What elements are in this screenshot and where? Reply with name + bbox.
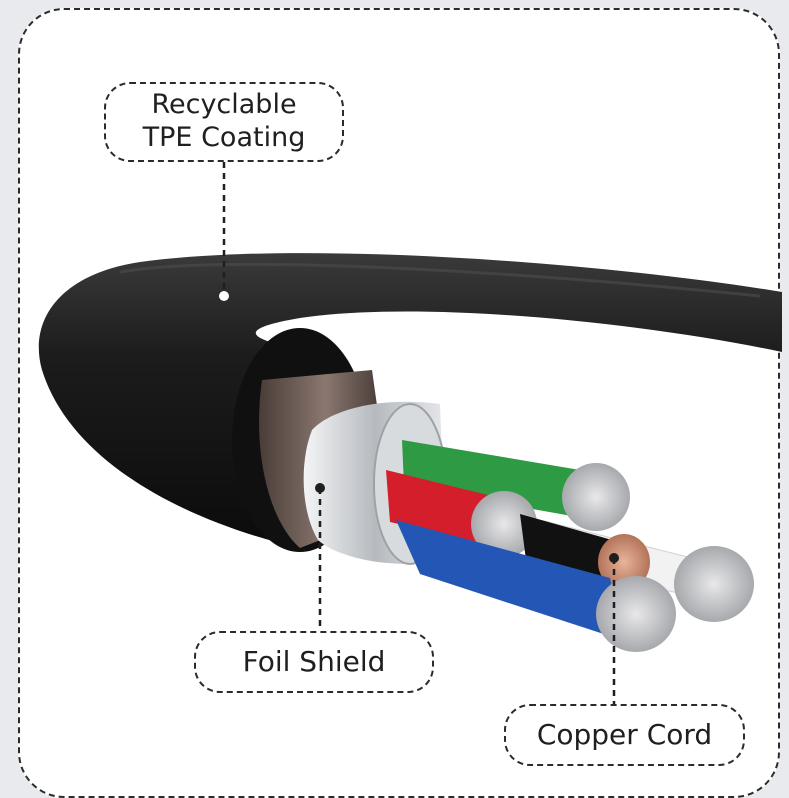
callout-foil-text: Foil Shield [242, 644, 386, 678]
strand-end-white [674, 546, 754, 622]
wire-blue [396, 520, 622, 640]
cable-jacket [38, 253, 783, 548]
strand-end-red [471, 491, 537, 557]
leader-lines [219, 162, 619, 704]
callout-foil-shield: Foil Shield [194, 631, 434, 693]
dot-foil-icon [315, 483, 325, 493]
callout-tpe-line1: Recyclable [151, 89, 297, 121]
inner-wires [386, 440, 754, 652]
strand-end-copper [598, 534, 650, 590]
callout-copper-cord: Copper Cord [504, 704, 745, 766]
wire-black [520, 514, 620, 584]
dot-copper-icon [609, 553, 619, 563]
dot-tpe-icon [219, 291, 229, 301]
callout-tpe-line2: TPE Coating [142, 122, 306, 153]
strand-end-blue [596, 576, 676, 652]
wire-green [402, 440, 594, 520]
callout-copper-text: Copper Cord [536, 717, 713, 751]
callout-tpe-coating: Recyclable TPE Coating [104, 82, 344, 162]
strand-end-green [562, 463, 630, 531]
